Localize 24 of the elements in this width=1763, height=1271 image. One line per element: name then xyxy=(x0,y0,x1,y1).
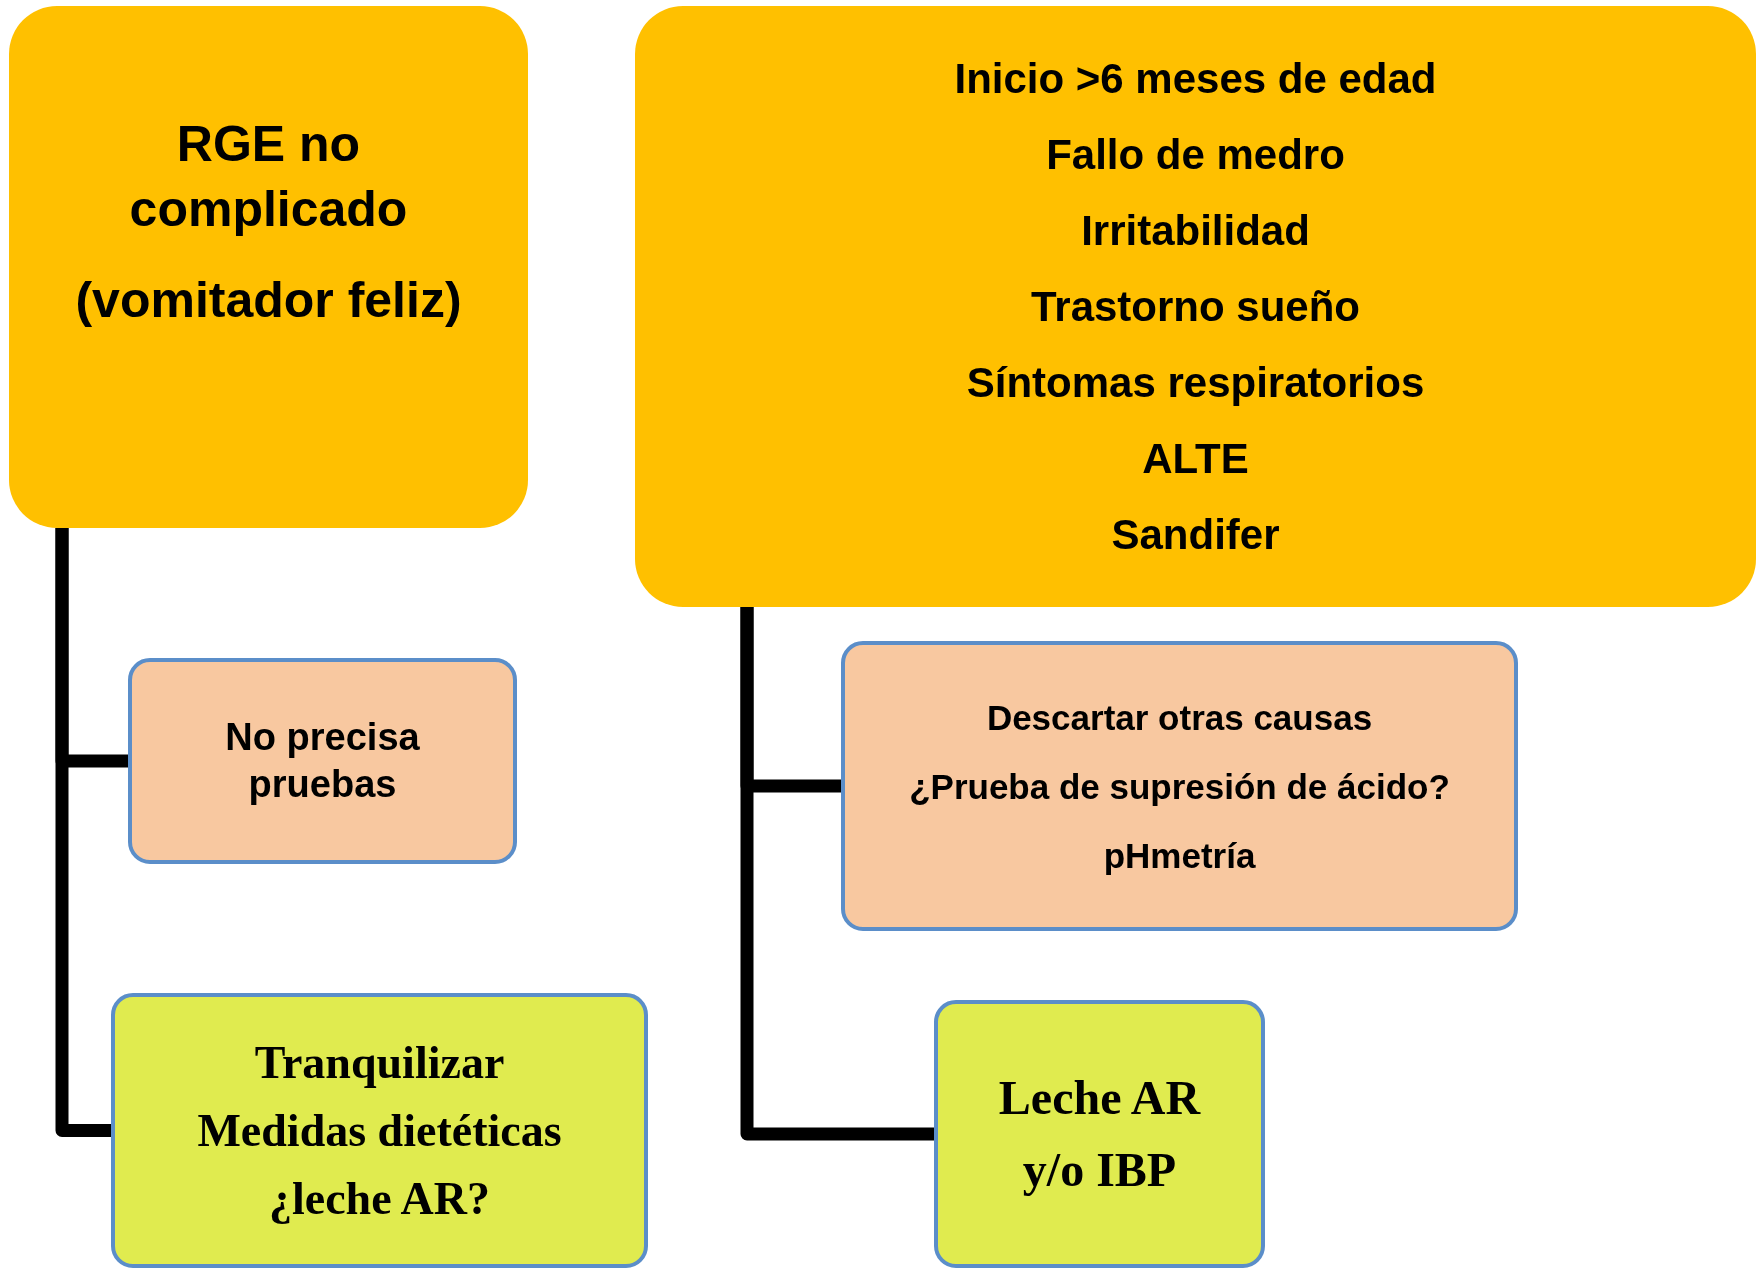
node-text: RGE no complicado xyxy=(128,114,409,239)
connector-line xyxy=(740,607,934,1141)
node-text: Tranquilizar xyxy=(254,1039,505,1086)
node-text: ALTE xyxy=(1142,437,1249,480)
treatment-box xyxy=(934,1000,1265,1268)
node-text: Inicio >6 meses de edad xyxy=(954,57,1437,100)
node-text: Leche AR y/o IBP xyxy=(997,1070,1202,1198)
node-text: (vomitador feliz) xyxy=(75,270,462,330)
node-text: pHmetría xyxy=(1103,837,1256,873)
diagnosis-box xyxy=(128,658,517,864)
condition-box xyxy=(9,6,528,528)
diagnosis-box xyxy=(841,641,1518,931)
node-text: Sandifer xyxy=(1111,513,1280,556)
node-text: ¿leche AR? xyxy=(269,1175,490,1222)
node-text: Irritabilidad xyxy=(1081,209,1310,252)
node-text: Medidas dietéticas xyxy=(197,1107,562,1154)
treatment-box xyxy=(111,993,648,1268)
node-text: Síntomas respiratorios xyxy=(966,361,1425,404)
node-text: Trastorno sueño xyxy=(1030,285,1361,328)
node-text: Fallo de medro xyxy=(1046,133,1345,176)
node-text: ¿Prueba de supresión de ácido? xyxy=(909,768,1450,804)
node-text: Descartar otras causas xyxy=(986,699,1373,735)
node-text: No precisa pruebas xyxy=(224,714,421,807)
condition-box xyxy=(635,6,1756,607)
